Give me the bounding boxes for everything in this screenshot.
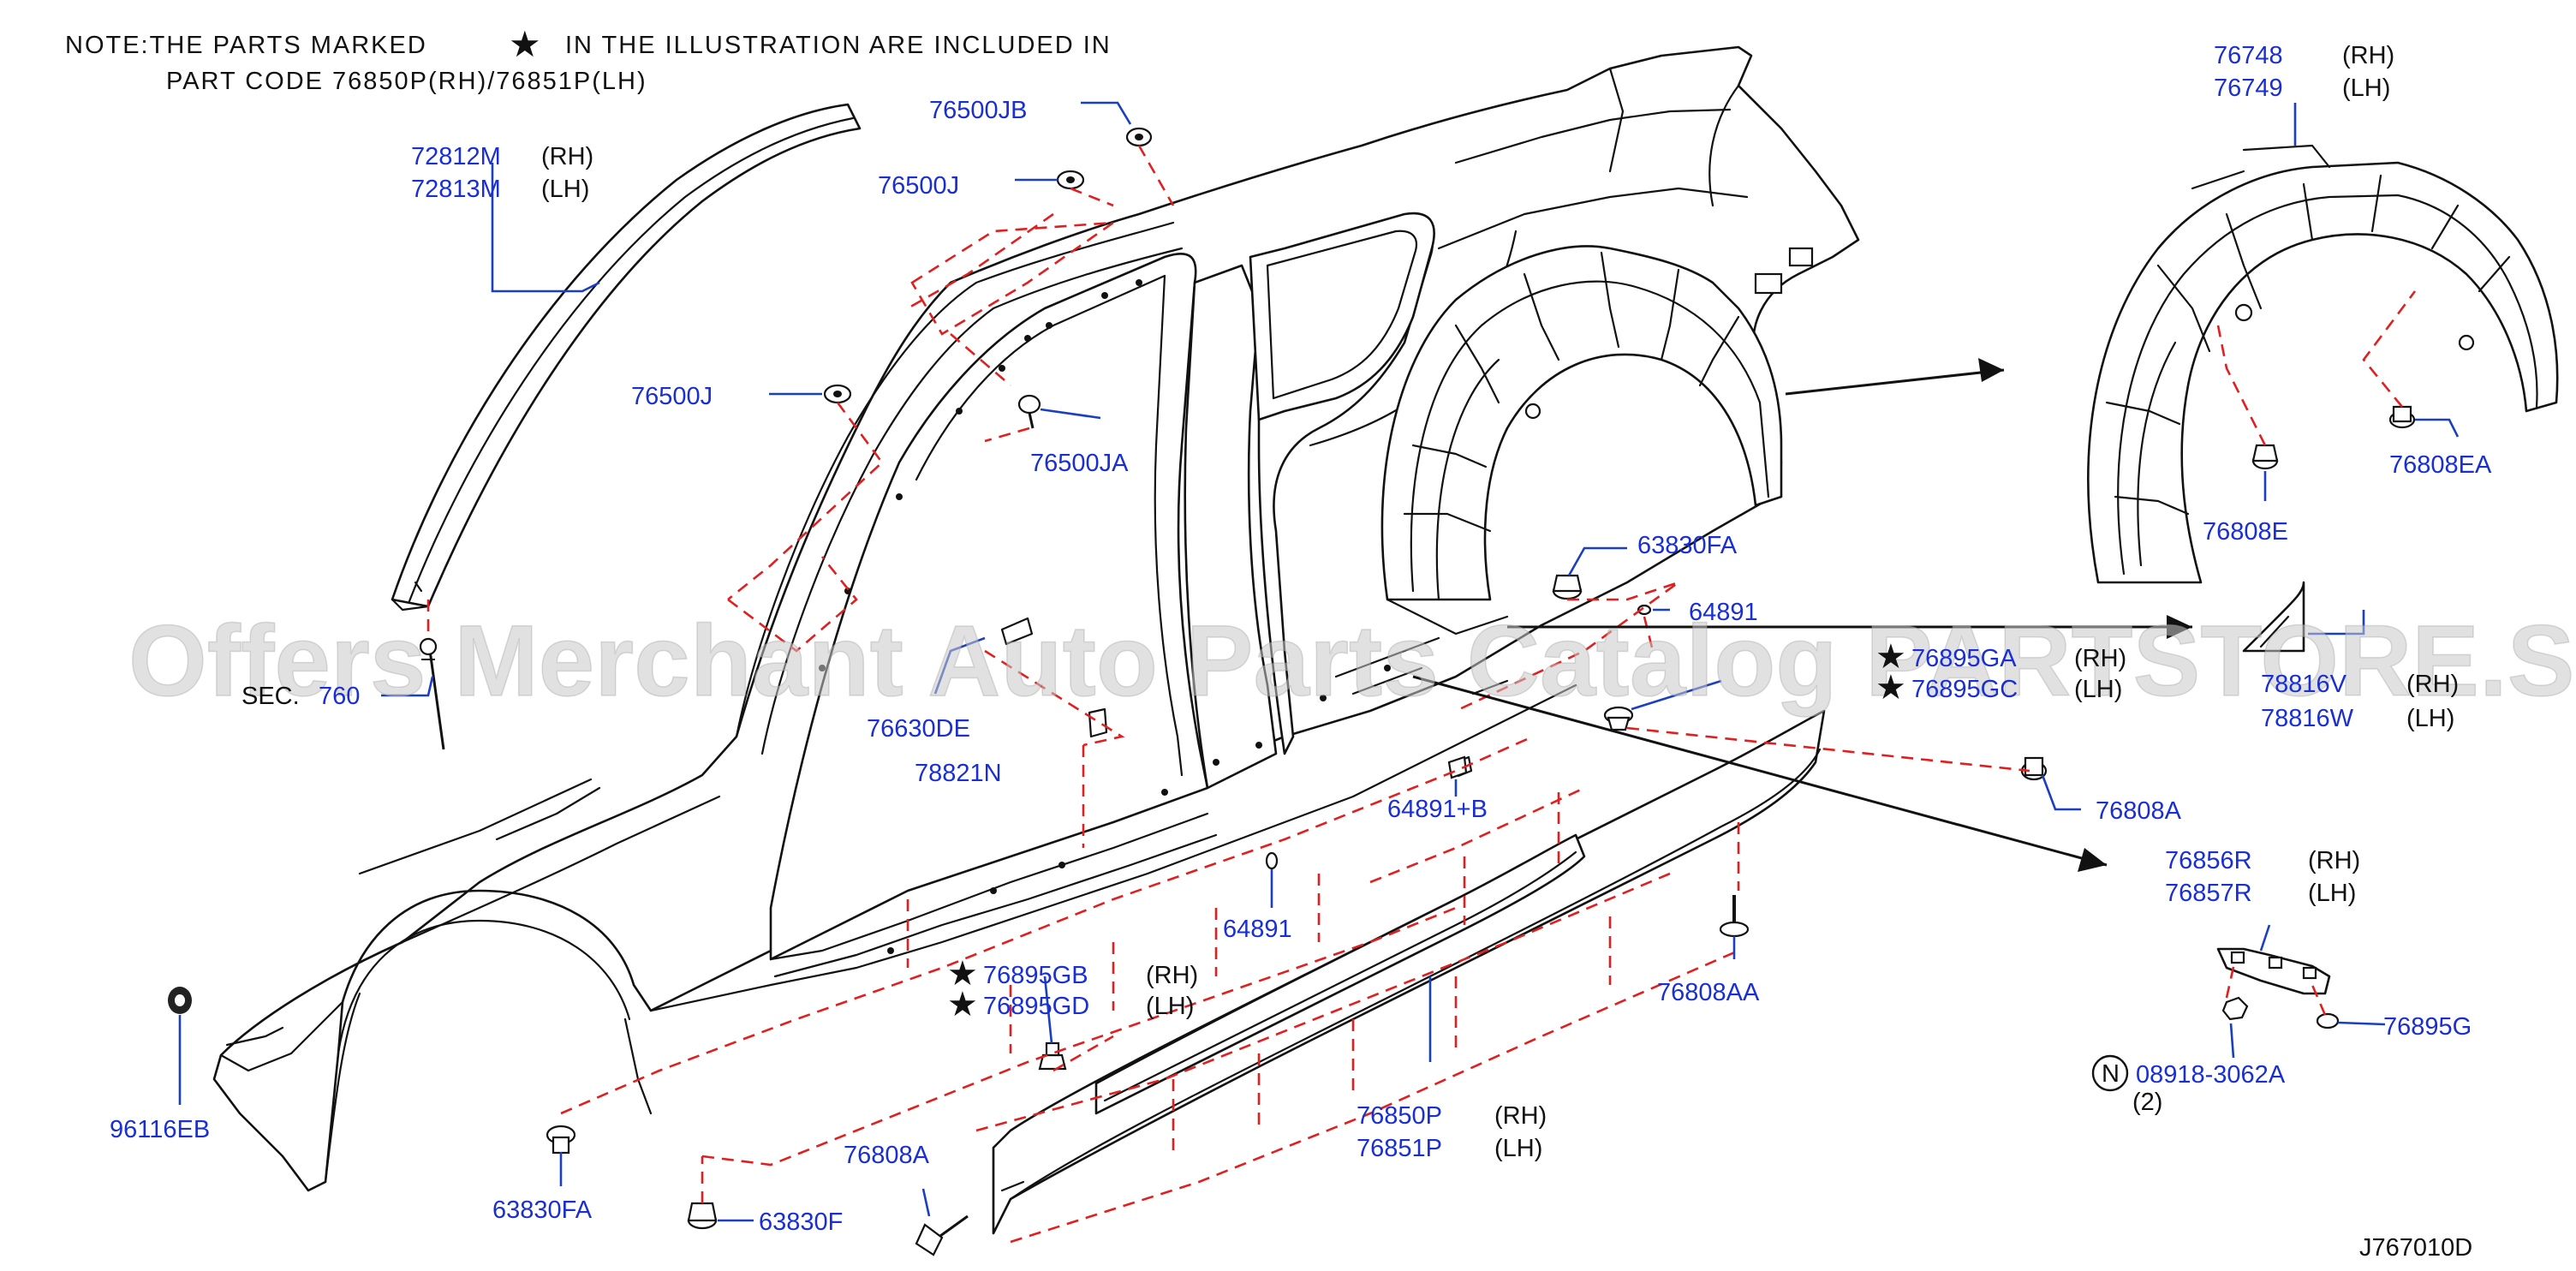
diagram-code: J767010D [2359,1234,2472,1262]
label-76895GB-side: (RH) [1146,962,1198,989]
label-72812M[interactable]: 72812M [411,143,501,170]
plug-64891-lower[interactable] [1265,851,1279,870]
label-76851P[interactable]: 76851P [1357,1135,1442,1162]
dashed-guides [560,145,2417,1244]
label-76749[interactable]: 76749 [2214,75,2283,102]
label-63830FA-left[interactable]: 63830FA [492,1196,593,1224]
clip-76895GA[interactable] [1603,706,1634,731]
label-76808AA[interactable]: 76808AA [1657,979,1760,1006]
clip-76808E[interactable] [2251,444,2279,470]
label-72813M-side: (LH) [541,176,589,203]
label-sec: SEC. [242,683,300,710]
star-symbol: ★ [509,24,541,64]
label-72813M[interactable]: 72813M [411,176,501,203]
screw-76808EA[interactable] [2388,405,2416,429]
roof-drip-molding[interactable] [391,103,862,612]
label-76630DE[interactable]: 76630DE [867,715,970,743]
label-76895G[interactable]: 76895G [2383,1013,2472,1041]
label-76850P[interactable]: 76850P [1357,1102,1442,1130]
label-76857R-side: (LH) [2308,880,2356,907]
rear-wheelhouse-protector[interactable] [2087,144,2559,584]
label-76895GA-side: (RH) [2074,645,2126,672]
label-76500JA[interactable]: 76500JA [1030,450,1129,477]
label-64891-upper[interactable]: 64891 [1689,599,1758,626]
label-08918-qty: (2) [2132,1089,2162,1116]
label-76808E[interactable]: 76808E [2203,518,2288,546]
label-76895GC[interactable]: 76895GC [1911,676,2018,703]
grommet-96116EB[interactable] [168,987,192,1014]
bolt-76808AA[interactable] [1719,895,1750,938]
detail-arrows [1412,358,2192,872]
note-line-2: PART CODE 76850P(RH)/76851P(LH) [166,68,647,95]
label-76895GB[interactable]: 76895GB [983,962,1088,989]
label-08918-3062A[interactable]: 08918-3062A [2136,1061,2286,1089]
label-64891-lower[interactable]: 64891 [1223,916,1292,943]
label-76895GC-side: (LH) [2074,676,2122,703]
label-63830F[interactable]: 63830F [759,1208,843,1236]
label-76748-side: (RH) [2342,42,2394,69]
label-sec-760[interactable]: 760 [319,683,360,710]
leader-lines [178,101,2460,1222]
label-76749-side: (LH) [2342,75,2390,102]
plug-64891-upper[interactable] [1637,604,1652,616]
label-64891B[interactable]: 64891+B [1387,796,1488,823]
clip-76500JB[interactable] [1125,127,1153,147]
note-line-1: NOTE:THE PARTS MARKED [65,32,427,59]
nut-n-symbol: N [2102,1060,2120,1088]
label-76851P-side: (LH) [1494,1135,1542,1162]
star-76895GB: ★ [947,955,978,993]
label-76808EA[interactable]: 76808EA [2389,451,2492,479]
label-78816V-side: (RH) [2406,671,2459,698]
clip-76500J-top[interactable] [1056,170,1085,190]
label-78821N[interactable]: 78821N [915,760,1002,787]
label-76500J-top[interactable]: 76500J [878,172,959,200]
bracket-76856R[interactable] [2216,947,2331,995]
star-76895GA: ★ [1875,638,1906,676]
star-76895GD: ★ [947,986,978,1023]
screw-76808A-left[interactable] [915,1214,969,1256]
star-76895GC: ★ [1875,669,1906,707]
clip-63830F[interactable] [687,1202,718,1230]
nut-08918-3062A[interactable] [2221,996,2249,1021]
label-76856R[interactable]: 76856R [2165,847,2252,874]
label-78816W-side: (LH) [2406,705,2454,732]
label-76808A-left[interactable]: 76808A [844,1142,930,1169]
label-76748[interactable]: 76748 [2214,42,2283,69]
label-72812M-side: (RH) [541,143,593,170]
label-76856R-side: (RH) [2308,847,2360,874]
label-76850P-side: (RH) [1494,1102,1547,1130]
note-line-1b: IN THE ILLUSTRATION ARE INCLUDED IN [565,32,1112,59]
clip-76500J-left[interactable] [823,384,852,404]
clip-63830FA-left[interactable] [546,1125,576,1155]
watermark: Offers Merchant Auto Parts Catalog PARTS… [128,605,2576,718]
label-76895GD[interactable]: 76895GD [983,993,1089,1020]
label-96116EB[interactable]: 96116EB [110,1116,210,1143]
label-76895GD-side: (LH) [1146,993,1194,1020]
clip-76895G[interactable] [2316,1012,2340,1029]
sill-molding[interactable] [992,709,1826,1235]
nut-n-circle [2091,1054,2129,1092]
label-78816W[interactable]: 78816W [2261,705,2354,732]
label-76500J-left[interactable]: 76500J [631,383,713,410]
clip-76500JA[interactable] [1017,394,1041,429]
parts-note: NOTE:THE PARTS MARKED ★ IN THE ILLUSTRAT… [65,24,1112,95]
clip-63830FA-upper[interactable] [1552,574,1583,600]
part-labels: 72812M (RH) 72813M (LH) 76500JB 76500J 7… [110,42,2492,1262]
label-78816V[interactable]: 78816V [2261,671,2347,698]
label-76895GA[interactable]: 76895GA [1911,645,2017,672]
label-76808A-right[interactable]: 76808A [2096,797,2182,825]
label-63830FA-upper[interactable]: 63830FA [1637,532,1738,559]
mud-guard-78816V[interactable] [2242,581,2305,653]
rear-wheelhouse-installed [1380,245,1783,636]
label-76500JB[interactable]: 76500JB [929,97,1028,124]
label-76857R[interactable]: 76857R [2165,880,2252,907]
clip-sec-760 [419,637,445,750]
